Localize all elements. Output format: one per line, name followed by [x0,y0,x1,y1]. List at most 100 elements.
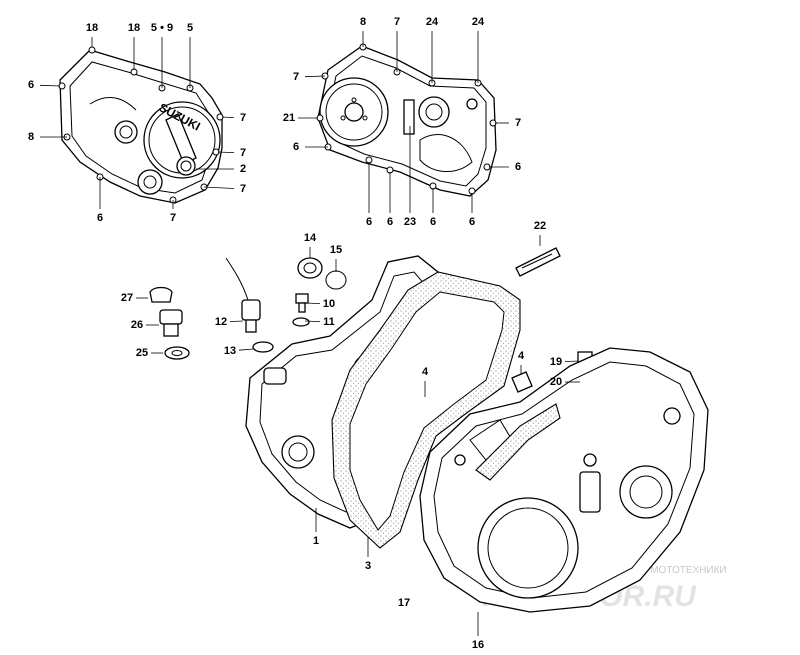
callout-c6b: 6 [97,177,103,224]
right-crankcase-bore [477,497,579,599]
callout-number: 6 [515,161,521,173]
callout-number: 7 [293,71,299,83]
part-22-plate [515,247,561,277]
callout-number: 21 [283,112,295,124]
callout-c19: 19 [550,356,579,368]
callout-number: 26 [131,319,143,331]
callout-c10: 10 [305,298,335,310]
callout-number: 27 [121,292,133,304]
callout-c7a: 7 [221,112,246,124]
callout-c6g: 6 [430,188,436,228]
callout-number: 7 [240,183,246,195]
callout-c26: 26 [131,319,159,331]
callout-number: 24 [472,16,485,28]
callout-c5: 5 [187,22,193,88]
callout-leader [564,360,579,362]
magneto-cover [316,43,497,197]
dowel-sleeve [403,99,415,135]
callout-c21: 21 [283,112,318,124]
callout-leader [221,116,235,118]
callout-number: 5 • 9 [151,22,173,34]
callout-leader [229,320,244,322]
callout-number: 19 [550,356,562,368]
callout-number: 6 [97,212,103,224]
part-10-bolt [295,293,309,304]
callout-c4b: 4 [422,366,429,397]
callout-c25: 25 [136,347,163,359]
callout-c20: 20 [550,376,580,388]
callout-c22: 22 [534,220,546,246]
oil-level-window [176,156,196,176]
callout-number: 22 [534,220,546,232]
callout-leader [39,84,61,87]
callout-number: 5 [187,22,193,34]
callout-number: 4 [518,350,525,362]
callout-number: 7 [240,112,246,124]
callout-number: 7 [170,212,176,224]
callout-leader [217,151,235,153]
callout-number: 25 [136,347,148,359]
callout-number: 7 [240,147,246,159]
callout-number: 3 [365,560,371,572]
callout-number: 2 [240,163,246,175]
callout-leader [203,186,235,189]
callout-c7e: 7 [394,16,400,72]
callout-number: 16 [472,639,484,651]
callout-c24a: 24 [426,16,439,83]
part-4-dowel-a [511,371,533,393]
callout-c6c: 6 [293,141,328,153]
callout-c8b: 8 [360,16,366,47]
crankcase-assembly [245,255,709,613]
callout-c14: 14 [304,232,317,258]
callout-leader [304,320,321,322]
callout-number: 15 [330,244,342,256]
callout-c7g: 7 [495,117,521,129]
callout-leader [238,348,254,351]
part-25-washer [164,346,190,360]
callout-number: 18 [86,22,98,34]
callout-c1: 1 [313,508,319,547]
callout-c4a: 4 [518,350,525,375]
callout-c7b: 7 [217,147,246,159]
callout-c6e: 6 [366,162,372,228]
callout-c6a: 6 [28,79,61,91]
callout-number: 6 [430,216,436,228]
callout-number: 1 [313,535,319,547]
callout-c3: 3 [365,537,371,572]
callout-c6f: 6 [387,172,393,228]
part-26-fitting [159,309,183,325]
callout-c15: 15 [330,244,342,272]
part-13-washer [252,341,274,353]
callout-number: 7 [394,16,400,28]
callout-c13: 13 [224,345,254,357]
callout-c2: 2 [196,163,246,175]
callout-number: 11 [323,316,335,328]
callout-number: 6 [387,216,393,228]
callout-c59: 5 • 9 [151,22,173,88]
callout-number: 14 [304,232,317,244]
callout-number: 17 [398,597,410,609]
callout-c17: 17 [398,597,410,609]
part-12-sensor [241,299,261,321]
callout-c7f: 7 [293,71,326,83]
callout-number: 6 [293,141,299,153]
callout-c11: 11 [304,316,335,328]
part-11-washer [292,317,310,327]
callout-leader [304,75,326,78]
callout-number: 6 [366,216,372,228]
callout-c18a: 18 [86,22,98,47]
clutch-cover: SUZUKI [58,46,224,204]
callout-c24b: 24 [472,16,485,83]
callout-c8a: 8 [28,131,67,143]
callout-number: 4 [422,366,429,378]
part-15-o-ring [325,270,347,290]
callout-number: 20 [550,376,562,388]
callout-number: 10 [323,298,335,310]
callout-c18b: 18 [128,22,140,70]
callout-number: 7 [515,117,521,129]
cover-hatch-window [165,113,197,165]
callout-number: 6 [28,79,34,91]
callout-number: 24 [426,16,439,28]
